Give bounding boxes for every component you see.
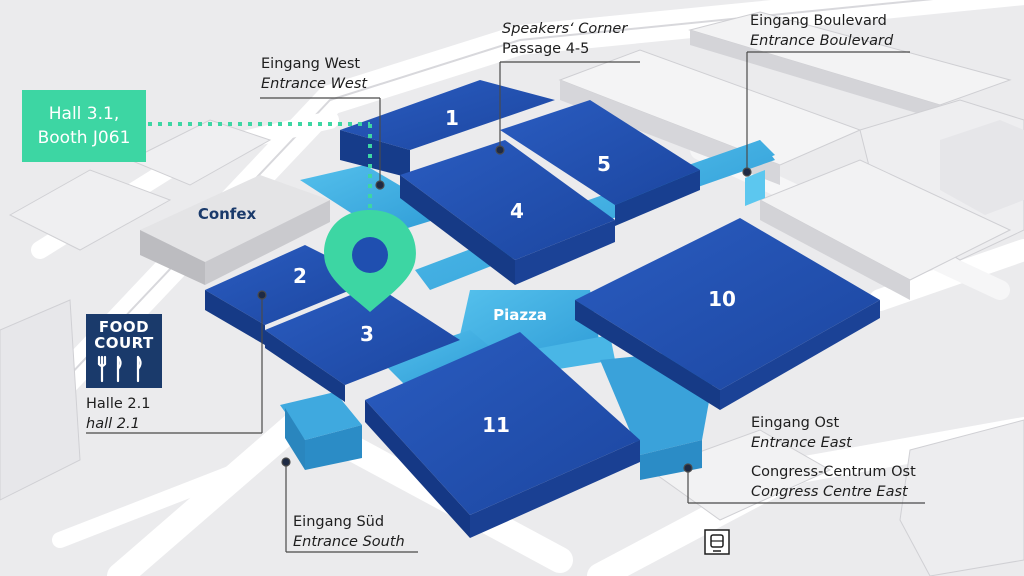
- tram-icon[interactable]: [704, 529, 730, 555]
- hall-1-shape[interactable]: [340, 80, 555, 150]
- hall-3-shape[interactable]: [265, 285, 460, 385]
- hall-1-label: 1: [445, 106, 459, 130]
- hall-10-shape[interactable]: [575, 218, 880, 390]
- booth-callout-line2: Booth J061: [37, 128, 131, 148]
- confex-building: [140, 175, 330, 285]
- hall-10-label: 10: [708, 287, 736, 311]
- food-court-line1: FOOD: [98, 318, 150, 336]
- hall-5-label: 5: [597, 152, 611, 176]
- hall-numbers: 1 2 3 4 5 10 11: [293, 106, 736, 437]
- label-speakers-corner: Speakers‘ Corner Passage 4-5: [502, 21, 628, 57]
- label-entrance-boulevard: Eingang Boulevard Entrance Boulevard: [750, 13, 894, 49]
- hall-11-label: 11: [482, 413, 510, 437]
- hall-3-label: 3: [360, 322, 374, 346]
- label-congress-centre-east: Congress-Centrum Ost Congress Centre Eas…: [751, 464, 916, 500]
- leader-lines: [86, 51, 925, 553]
- confex-label: Confex: [198, 205, 257, 223]
- food-court-logo[interactable]: FOOD COURT: [86, 314, 162, 388]
- label-entrance-east: Eingang Ost Entrance East: [751, 415, 852, 451]
- hall-4-label: 4: [510, 199, 524, 223]
- hall-2-label: 2: [293, 264, 307, 288]
- cutlery-icon: [97, 355, 142, 383]
- label-entrance-south: Eingang Süd Entrance South: [293, 514, 405, 550]
- piazza-label: Piazza: [493, 306, 547, 324]
- booth-callout-line1: Hall 3.1,: [48, 104, 120, 124]
- label-entrance-west: Eingang West Entrance West: [261, 56, 368, 92]
- map-pin-icon[interactable]: [324, 210, 416, 312]
- food-court-line2: COURT: [94, 334, 154, 352]
- hall-4-shape[interactable]: [400, 140, 615, 260]
- label-hall-2-1: Halle 2.1 hall 2.1: [86, 396, 151, 432]
- booth-callout[interactable]: Hall 3.1, Booth J061: [22, 90, 146, 162]
- hall-5-shape[interactable]: [500, 100, 700, 205]
- hall-11-shape[interactable]: [365, 332, 640, 515]
